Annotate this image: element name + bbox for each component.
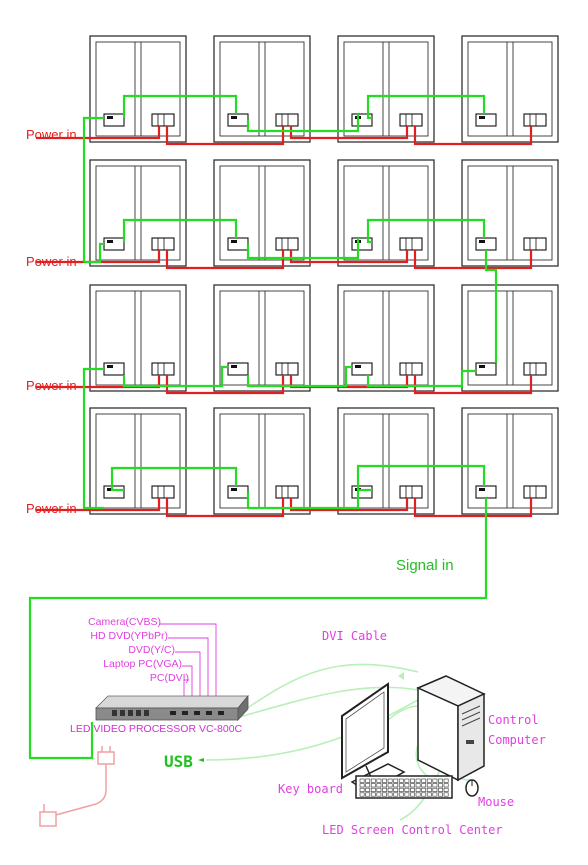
led-cabinet [337, 407, 435, 515]
signal-connector [227, 362, 249, 376]
power-connector [399, 485, 423, 499]
power-connector [151, 113, 175, 127]
led-cabinet [337, 35, 435, 143]
dvi-cable-2 [235, 686, 419, 719]
power-connector [399, 237, 423, 251]
source-pc-dvi-label: PC(DVI) [149, 672, 189, 684]
source-dvd-label: DVD(Y/C) [128, 644, 175, 656]
cabinet-grid [89, 35, 559, 515]
power-connector [523, 485, 547, 499]
led-cabinet [337, 159, 435, 267]
usb-cable [205, 699, 419, 761]
signal-connector [103, 485, 125, 499]
led-cabinet [461, 407, 559, 515]
control-center-label: LED Screen Control Center [322, 823, 503, 837]
dvi-cable [237, 663, 419, 715]
signal-cable-row-3 [82, 365, 476, 510]
keyboard-icon [355, 775, 453, 799]
power-connector [275, 237, 299, 251]
source-leader-line [182, 665, 193, 700]
led-cabinet [89, 407, 187, 515]
signal-connector [103, 113, 125, 127]
led-cabinet [89, 35, 187, 143]
power-connector [523, 237, 547, 251]
usb-arrow [198, 758, 204, 762]
power-connector [275, 113, 299, 127]
wires [28, 94, 533, 821]
power-connector [399, 362, 423, 376]
signal-cable-row-1 [82, 94, 486, 262]
power-cable-row-1 [36, 126, 533, 146]
power-connector [399, 113, 423, 127]
signal-cable-row-2 [84, 218, 498, 363]
mouse-label: Mouse [478, 795, 515, 809]
signal-connector [227, 113, 249, 127]
led-cabinet [461, 159, 559, 267]
signal-connector [475, 362, 497, 376]
power-cable-row-2 [36, 250, 533, 270]
power-cable-row-4 [36, 498, 533, 518]
control-computer-label-line2: Computer [488, 733, 546, 747]
source-leader-line [160, 623, 217, 700]
power-connector [275, 485, 299, 499]
led-cabinet [213, 35, 311, 143]
dvi-arrow [398, 672, 404, 680]
source-leader-line [175, 651, 201, 700]
signal-connector [475, 113, 497, 127]
power-connector [523, 362, 547, 376]
led-cabinet [213, 284, 311, 392]
source-hd-dvd-label: HD DVD(YPbPr) [90, 630, 168, 642]
source-laptop-label: Laptop PC(VGA) [103, 658, 182, 670]
equipment [39, 675, 486, 827]
signal-connector [351, 485, 373, 499]
signal-connector [227, 485, 249, 499]
led-cabinet [89, 284, 187, 392]
power-in-label-row-3: Power in [26, 378, 77, 393]
usb-label: USB [164, 752, 193, 771]
led-cabinet [461, 35, 559, 143]
power-in-label-row-2: Power in [26, 254, 77, 269]
signal-connector [475, 237, 497, 251]
control-computer-label-line1: Control [488, 713, 539, 727]
led-cabinet [461, 284, 559, 392]
signal-connector [351, 362, 373, 376]
power-connector [151, 237, 175, 251]
signal-connector [103, 237, 125, 251]
processor-label: LED VIDEO PROCESSOR VC-800C [70, 723, 243, 735]
power-in-label-row-1: Power in [26, 127, 77, 142]
monitor-cable [387, 705, 419, 721]
power-connector [523, 113, 547, 127]
led-cabinet [89, 159, 187, 267]
source-leader-line [183, 679, 189, 700]
signal-in-cable [28, 498, 488, 760]
signal-connector [227, 237, 249, 251]
signal-connector [475, 485, 497, 499]
keyboard-label: Key board [278, 782, 344, 796]
video-processor-icon [95, 694, 249, 722]
power-plug-icon [39, 746, 115, 827]
mouse-icon [465, 779, 479, 797]
dvi-cable-label: DVI Cable [322, 629, 388, 643]
led-cabinet [213, 159, 311, 267]
power-connector [275, 362, 299, 376]
signal-in-label: Signal in [396, 557, 454, 574]
power-in-label-row-4: Power in [26, 501, 77, 516]
power-connector [151, 362, 175, 376]
source-camera-label: Camera(CVBS) [88, 616, 161, 628]
signal-cable-row-4 [110, 464, 486, 510]
led-cabinet [213, 407, 311, 515]
signal-connector [103, 362, 125, 376]
computer-tower-icon [416, 675, 486, 782]
power-connector [151, 485, 175, 499]
source-leader-line [168, 637, 209, 700]
led-cabinet [337, 284, 435, 392]
